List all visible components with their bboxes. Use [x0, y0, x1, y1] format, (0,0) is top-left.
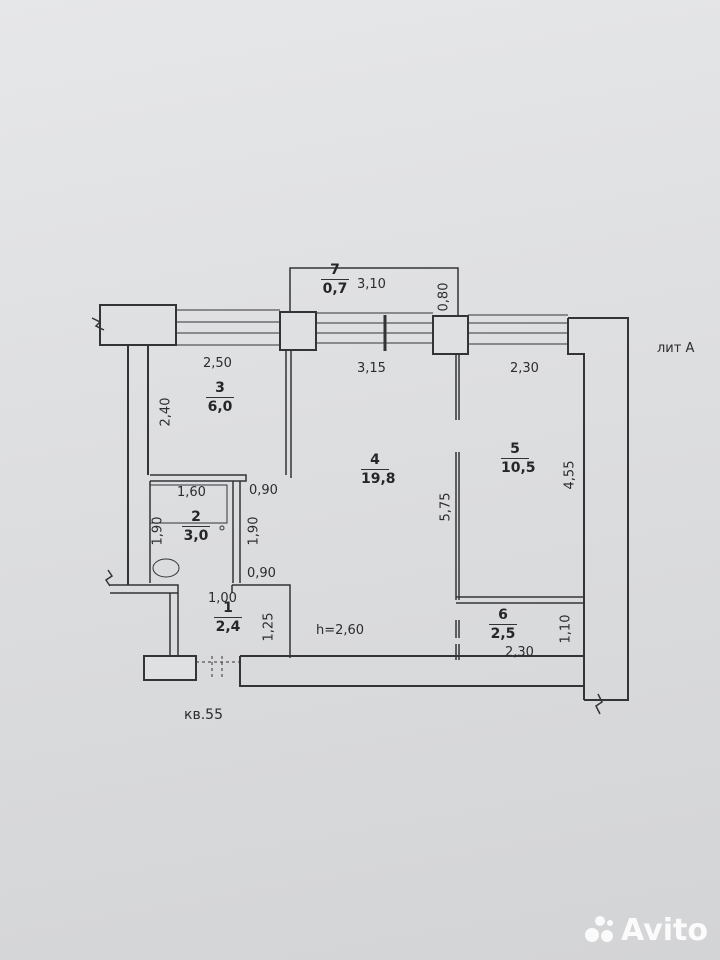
avito-wordmark: Avito	[621, 913, 708, 948]
apartment-label: кв.55	[184, 707, 223, 723]
ceiling-height: h=2,60	[316, 623, 365, 638]
wall-top-band-mid	[316, 312, 433, 344]
dim-2-40: 2,40	[158, 397, 174, 427]
balcony-outline	[289, 267, 459, 316]
dim-5-75: 5,75	[438, 492, 454, 522]
dim-1-90-left: 1,90	[150, 516, 166, 546]
column-left	[279, 311, 317, 351]
break-mark-corridor	[104, 569, 114, 587]
sink-dot	[219, 525, 225, 531]
dim-1-10: 1,10	[558, 614, 574, 644]
wall-top-band-right	[468, 314, 568, 345]
entrance-opening	[196, 656, 240, 680]
dim-1-25: 1,25	[261, 612, 277, 642]
avito-logo-icon	[583, 914, 617, 948]
corridor-left-wall	[169, 593, 179, 656]
dim-0-90-b: 0,90	[247, 566, 276, 581]
dim-3-10: 3,10	[357, 277, 386, 292]
bathtub	[149, 484, 228, 524]
partition-3-4	[285, 350, 292, 478]
dim-0-90-a: 0,90	[249, 483, 278, 498]
dim-1-60: 1,60	[177, 485, 206, 500]
break-mark-left	[91, 317, 105, 331]
dim-2-30-bottom: 2,30	[505, 645, 534, 660]
partition-4-6	[455, 620, 460, 660]
corridor-walls	[110, 584, 291, 658]
dim-4-55: 4,55	[562, 460, 578, 490]
avito-watermark: Avito	[583, 913, 708, 948]
toilet	[152, 558, 180, 578]
column-right	[432, 315, 469, 355]
litera-label: лит А	[657, 341, 695, 356]
dim-3-15: 3,15	[357, 361, 386, 376]
dim-1-00: 1,00	[208, 591, 237, 606]
dim-1-90-right: 1,90	[246, 516, 262, 546]
bathroom-walls	[150, 474, 247, 583]
partition-4-5	[455, 354, 460, 600]
wall-bottom	[239, 655, 584, 687]
dim-2-50: 2,50	[203, 356, 232, 371]
entrance-block-left	[143, 655, 197, 681]
dim-0-80: 0,80	[436, 282, 452, 312]
partition-5-6	[456, 596, 584, 604]
wall-top-band	[176, 309, 280, 346]
wall-right-exterior	[567, 317, 629, 701]
wall-block-top-left	[99, 304, 177, 346]
dim-2-30-top: 2,30	[510, 361, 539, 376]
break-mark-right	[595, 693, 603, 715]
wall-left-exterior	[127, 345, 149, 585]
